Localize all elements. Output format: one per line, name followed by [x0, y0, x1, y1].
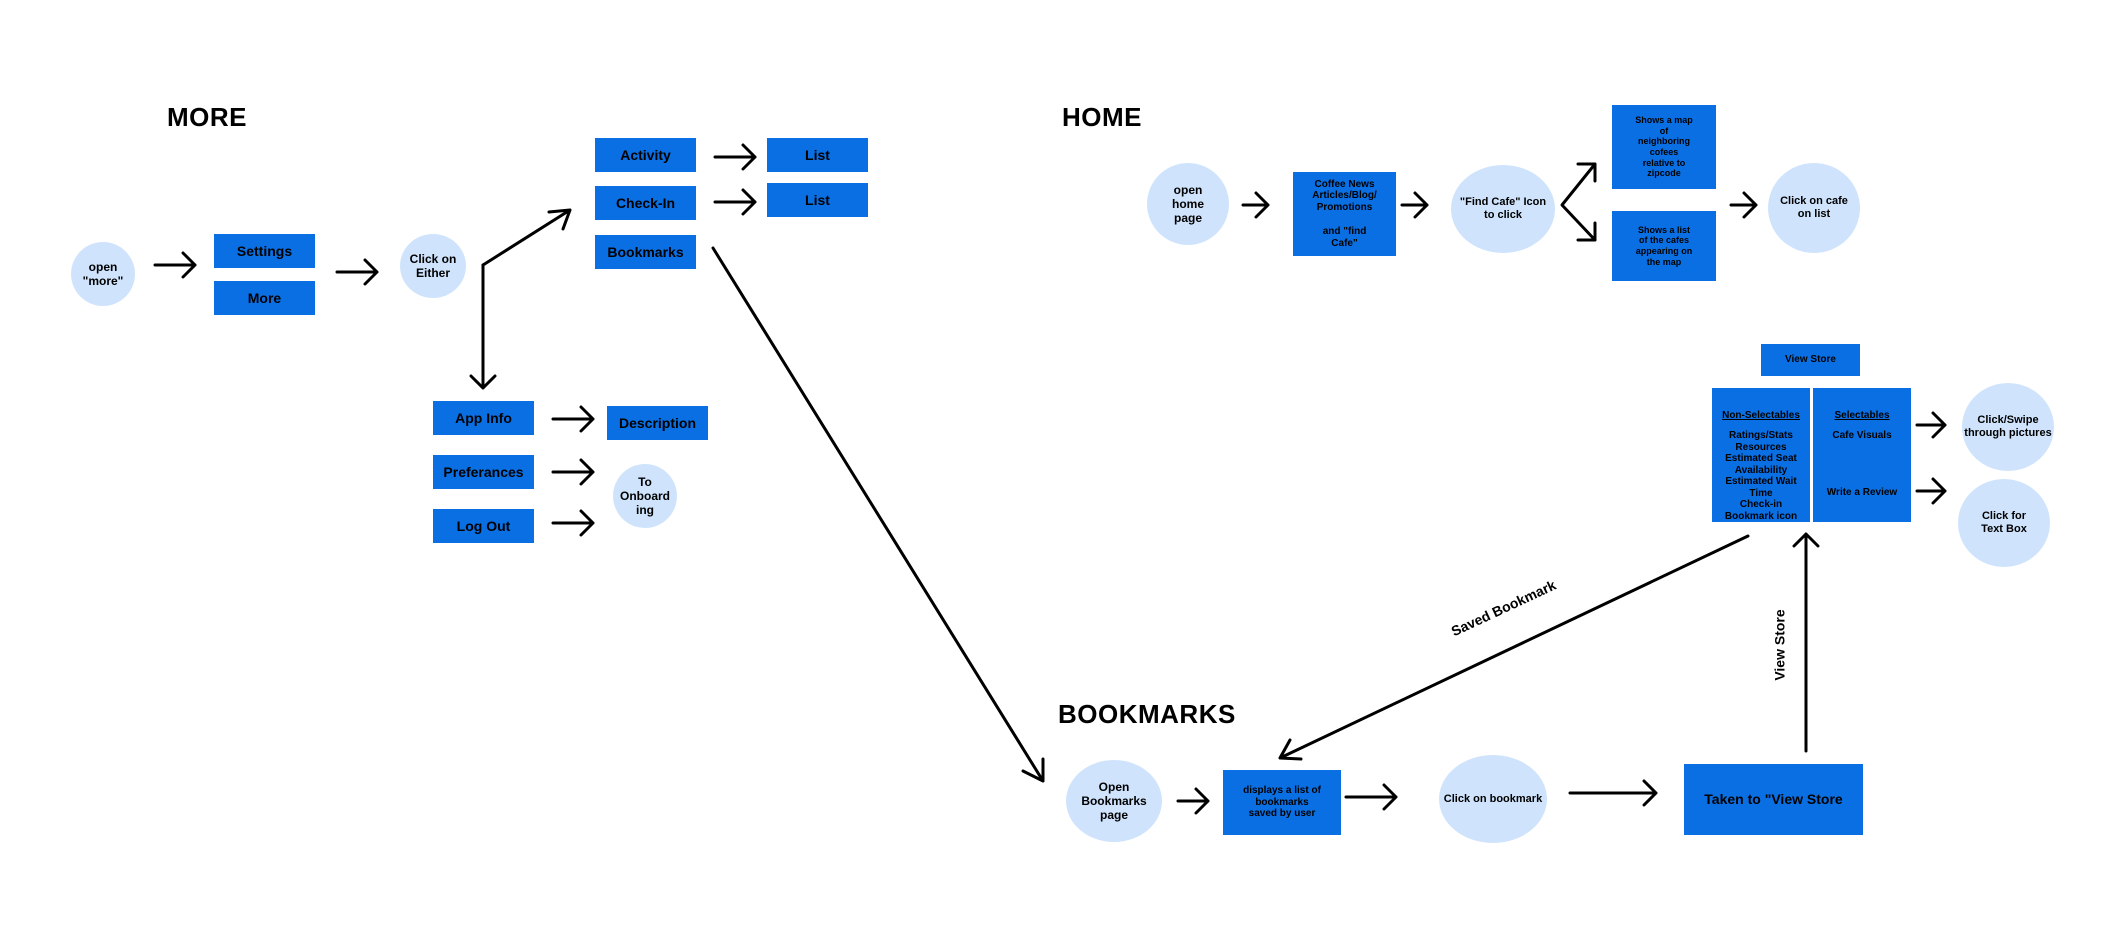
arrow-bookmarks-to-open-bookmarks [711, 246, 1045, 783]
to-onboarding-node: To Onboard ing [613, 464, 677, 528]
arrow-taken-to-store [1792, 532, 1820, 753]
arrow-nonselectables-to-displays-list [1278, 534, 1750, 761]
preferences-node: Preferances [433, 455, 534, 489]
check-in-node: Check-In [595, 186, 696, 220]
arrow-find-cafe-split [1560, 162, 1597, 242]
more-node: More [214, 281, 315, 315]
selectables-title: Selectables [1834, 409, 1890, 421]
arrow-checkin-to-list [713, 188, 757, 216]
click-text-box-node: Click for Text Box [1958, 479, 2050, 567]
arrow-settings-to-click-either [335, 258, 379, 286]
non-selectables-items: Ratings/Stats Resources Estimated Seat A… [1724, 430, 1798, 522]
section-heading-more: MORE [167, 102, 247, 132]
view-store-node: View Store [1761, 344, 1860, 376]
cafe-list-node: Shows a list of the cafes appearing on t… [1612, 211, 1716, 281]
click-swipe-node: Click/Swipe through pictures [1962, 383, 2054, 471]
cafe-visuals-text: Cafe Visuals [1832, 430, 1892, 441]
click-on-cafe-node: Click on cafe on list [1768, 163, 1860, 253]
edge-label-view-store: View Store [1771, 609, 1788, 681]
taken-to-view-store-node: Taken to "View Store [1684, 764, 1863, 835]
arrow-news-to-find-cafe [1400, 191, 1429, 219]
map-node: Shows a map of neighboring cofees relati… [1612, 105, 1716, 189]
click-on-either-node: Click on Either [400, 234, 466, 298]
arrow-list-to-click-bookmark [1344, 783, 1398, 811]
arrow-open-bookmarks-to-list [1176, 787, 1210, 815]
bookmarks-menu-node: Bookmarks [595, 235, 696, 269]
arrow-map-to-click-cafe [1729, 191, 1758, 219]
app-info-node: App Info [433, 401, 534, 435]
section-heading-bookmarks: BOOKMARKS [1058, 699, 1236, 729]
settings-node: Settings [214, 234, 315, 268]
section-heading-home: HOME [1062, 102, 1142, 132]
arrow-open-to-settings [153, 251, 197, 279]
arrow-click-bookmark-to-taken [1568, 779, 1658, 807]
click-on-bookmark-node: Click on bookmark [1439, 755, 1547, 843]
checkin-list-node: List [767, 183, 868, 217]
arrow-home-to-news [1241, 191, 1270, 219]
write-review-text: Write a Review [1826, 487, 1898, 498]
coffee-news-node: Coffee News Articles/Blog/ Promotions an… [1293, 172, 1396, 256]
find-cafe-node: "Find Cafe" Icon to click [1451, 165, 1555, 253]
arrow-click-either-to-app-info [469, 263, 497, 390]
non-selectables-title: Non-Selectables [1722, 409, 1800, 421]
open-home-node: open home page [1147, 163, 1229, 245]
open-more-node: open "more" [71, 242, 135, 306]
arrow-click-either-to-activity [481, 208, 572, 267]
arrow-appinfo-to-description [551, 405, 595, 433]
open-bookmarks-node: Open Bookmarks page [1066, 760, 1162, 842]
arrow-review-to-text-box [1915, 477, 1947, 505]
displays-list-node: displays a list of bookmarks saved by us… [1223, 770, 1341, 835]
arrow-activity-to-list [713, 143, 757, 171]
arrow-preferences-to-onboarding [551, 458, 595, 486]
activity-node: Activity [595, 138, 696, 172]
description-node: Description [607, 406, 708, 440]
arrow-logout-to-onboarding [551, 509, 595, 537]
activity-list-node: List [767, 138, 868, 172]
log-out-node: Log Out [433, 509, 534, 543]
arrow-visuals-to-swipe [1915, 411, 1947, 439]
